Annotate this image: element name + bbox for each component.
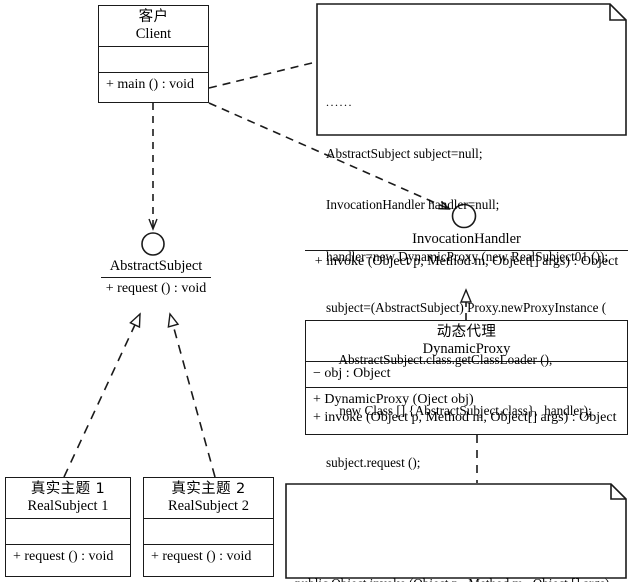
class-real-subject-2[interactable]: 真实主题 2 RealSubject 2 + request () : void <box>143 477 274 577</box>
note-invoke-code-line-1: public Object invoke (Object p, Method m… <box>295 575 618 582</box>
interface-abstract-subject-operation: + request () : void <box>105 281 207 297</box>
class-dynamic-proxy-operation-2: + invoke (Object p, Method m, Object[] a… <box>313 410 617 426</box>
note-client-code-line-7: subject.request (); <box>326 454 421 470</box>
class-real-subject-2-attributes <box>144 519 273 545</box>
class-client-name: 客户 Client <box>99 6 208 47</box>
class-real-subject-2-operations: + request () : void <box>151 548 252 564</box>
note-client-code-line-4: subject=(AbstractSubject) Proxy.newProxy… <box>326 300 607 316</box>
edge-realsubject1-realizes-abstractsubject <box>63 312 141 478</box>
class-real-subject-2-name: 真实主题 2 RealSubject 2 <box>144 478 273 519</box>
class-dynamic-proxy-attribute-1: − obj : Object <box>313 365 391 381</box>
note-client-code-text: ...... AbstractSubject subject=null; Inv… <box>326 60 618 505</box>
note-client-code-line-5: AbstractSubject.class.getClassLoader (), <box>326 351 553 367</box>
class-dynamic-proxy[interactable]: 动态代理 DynamicProxy − obj : Object + Dynam… <box>305 320 628 435</box>
class-dynamic-proxy-operations: + DynamicProxy (Oject obj) + invoke (Obj… <box>306 388 627 432</box>
interface-invocation-handler-operation: + invoke (Object p, Method m, Object[] a… <box>314 254 619 270</box>
note-client-code-line-6: new Class [] {AbstractSubject.class}, ha… <box>326 403 592 419</box>
class-real-subject-1-attributes <box>6 519 130 545</box>
class-real-subject-1-name: 真实主题 1 RealSubject 1 <box>6 478 130 519</box>
class-real-subject-1-operations: + request () : void <box>13 548 114 564</box>
edge-realsubject2-realizes-abstractsubject <box>167 312 216 478</box>
class-real-subject-2-name-en: RealSubject 2 <box>168 497 249 514</box>
class-client-attributes <box>99 47 208 73</box>
class-dynamic-proxy-operation-1: + DynamicProxy (Oject obj) <box>313 391 474 407</box>
interface-abstract-subject-name: AbstractSubject <box>101 258 211 279</box>
class-real-subject-1-name-en: RealSubject 1 <box>27 497 109 514</box>
class-client[interactable]: 客户 Client + main () : void <box>98 5 209 103</box>
note-client-code-line-3: handler=new DynamicProxy (new RealSubjec… <box>326 248 609 264</box>
class-dynamic-proxy-name-en: DynamicProxy <box>422 340 511 357</box>
class-real-subject-1-name-cn: 真实主题 1 <box>30 481 106 497</box>
edge-client-to-abstractsubject <box>141 103 165 256</box>
note-invoke-code-text: public Object invoke (Object p, Method m… <box>295 540 618 582</box>
class-client-operations: + main () : void <box>106 76 194 92</box>
note-client-code-line-1: AbstractSubject subject=null; <box>326 145 483 161</box>
edge-client-to-code-note <box>208 61 317 89</box>
note-client-code-line-2: InvocationHandler handler=null; <box>326 197 500 213</box>
interface-invocation-handler-name: InvocationHandler <box>305 231 628 252</box>
class-dynamic-proxy-attributes: − obj : Object <box>306 362 627 388</box>
interface-invocation-handler[interactable]: InvocationHandler + invoke (Object p, Me… <box>305 231 628 271</box>
class-real-subject-1[interactable]: 真实主题 1 RealSubject 1 + request () : void <box>5 477 131 577</box>
interface-abstract-subject[interactable]: AbstractSubject + request () : void <box>101 258 211 298</box>
class-client-name-cn: 客户 <box>138 9 169 25</box>
class-client-name-en: Client <box>135 25 172 42</box>
class-real-subject-2-name-cn: 真实主题 2 <box>171 481 246 497</box>
note-client-code: ...... AbstractSubject subject=null; Inv… <box>316 3 627 470</box>
note-client-code-dots: ...... <box>326 94 353 109</box>
class-dynamic-proxy-name: 动态代理 DynamicProxy <box>306 321 627 362</box>
class-dynamic-proxy-name-cn: 动态代理 <box>436 324 497 340</box>
